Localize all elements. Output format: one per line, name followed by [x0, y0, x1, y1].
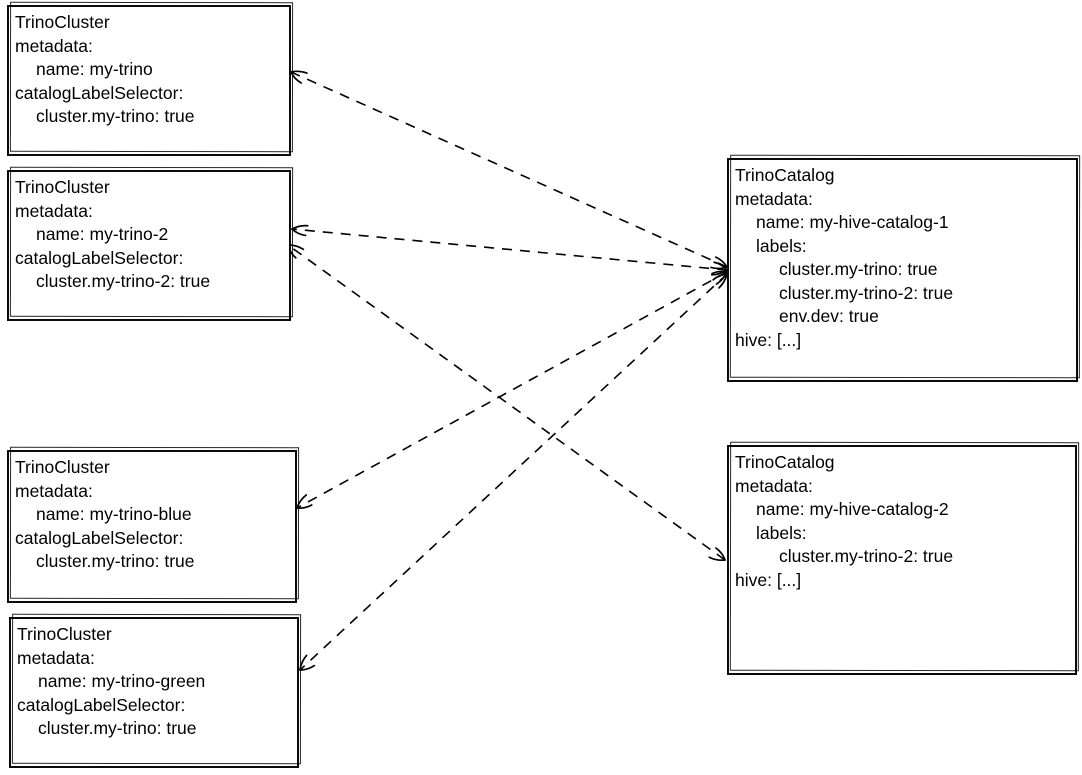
node-text-line: name: my-trino-blue [36, 504, 192, 524]
node-text-line: metadata: [15, 35, 93, 56]
arrowhead [711, 270, 728, 275]
node-text-line: TrinoCluster [15, 177, 110, 197]
node-text-line: hive: [...] [735, 329, 802, 350]
node-text-line: name: my-trino-2 [36, 224, 169, 244]
node-text-line: TrinoCluster [15, 12, 110, 32]
arrowhead [290, 70, 308, 74]
node-text-line: name: my-trino [36, 59, 153, 79]
node-text-line: cluster.my-trino-2: true [779, 282, 954, 303]
edge-my-hive-catalog-1-to-my-trino-2 [291, 224, 728, 276]
node-trinocluster-my-trino-2: TrinoCluster metadata: name: my-trino-2 cat… [7, 170, 291, 321]
node-text-line: metadata: [735, 475, 813, 496]
arrowhead [296, 494, 308, 509]
node-text-line: metadata: [15, 480, 93, 501]
edge-dashed-line [299, 273, 728, 671]
node-text-line: metadata: [735, 188, 813, 209]
node-text-line: catalogLabelSelector: [15, 247, 184, 268]
node-trinocatalog-my-hive-catalog-1: TrinoCatalog metadata: name: my-hive-catal… [727, 158, 1078, 382]
node-text-line: cluster.my-trino-2: true [779, 546, 954, 566]
node-trinocatalog-my-hive-catalog-2: TrinoCatalog metadata: name: my-hive-catal… [727, 445, 1077, 675]
node-text-line: name: my-hive-catalog-2 [756, 499, 949, 519]
arrowhead [299, 654, 308, 671]
arrowhead [715, 271, 728, 285]
node-text-line: cluster.my-trino-2: true [36, 271, 211, 291]
arrowhead [718, 273, 728, 289]
node-text-line: cluster.my-trino: true [779, 259, 938, 279]
node-text-line: TrinoCatalog [735, 452, 835, 472]
node-trinocluster-my-trino-green: TrinoCluster metadata: name: my-trino-gree… [9, 617, 299, 768]
node-text-line: catalogLabelSelector: [15, 82, 184, 103]
edge-dashed-line [296, 271, 728, 509]
arrowhead [714, 256, 728, 268]
edge-dashed-line [287, 244, 726, 561]
node-text-line: cluster.my-trino: true [38, 718, 197, 738]
node-text-line: catalogLabelSelector: [17, 694, 186, 715]
node-text-line: env.dev: true [779, 306, 879, 326]
node-text-line: hive: [...] [735, 569, 802, 590]
edge-dashed-line [290, 71, 728, 268]
edge-my-hive-catalog-1-to-my-trino-blue [296, 270, 728, 509]
arrowhead [708, 556, 726, 562]
arrowhead [291, 228, 307, 237]
node-text-line: cluster.my-trino: true [36, 551, 195, 571]
arrowhead [713, 261, 728, 271]
node-text-line: name: my-trino-green [38, 671, 206, 691]
node-text-line: labels: [756, 235, 807, 256]
arrowhead [712, 273, 728, 281]
node-trinocluster-my-trino-blue: TrinoCluster metadata: name: my-trino-blue… [7, 450, 297, 603]
node-text-line: TrinoCluster [15, 457, 110, 477]
arrowhead [710, 269, 728, 276]
edge-my-hive-catalog-1-to-my-trino [290, 70, 728, 270]
arrowhead [290, 71, 303, 84]
arrowhead [715, 547, 726, 561]
node-trinocluster-my-trino: TrinoCluster metadata: name: my-trino catal… [7, 5, 291, 156]
arrowhead [296, 504, 313, 509]
arrowhead [291, 224, 309, 230]
edge-dashed-line [291, 228, 728, 271]
node-text-line: cluster.my-trino: true [36, 106, 195, 126]
edge-my-hive-catalog-2-to-my-trino-2 [287, 244, 726, 562]
node-text-line: catalogLabelSelector: [15, 527, 184, 548]
node-text-line: labels: [756, 522, 807, 543]
node-text-line: metadata: [17, 647, 95, 668]
edge-my-hive-catalog-1-to-my-trino-green [299, 273, 728, 671]
node-text-line: TrinoCluster [17, 624, 112, 644]
arrowhead [710, 266, 728, 270]
node-text-line: metadata: [15, 200, 93, 221]
arrowhead [299, 664, 316, 671]
node-text-line: name: my-hive-catalog-1 [756, 212, 949, 232]
node-text-line: TrinoCatalog [735, 165, 835, 185]
